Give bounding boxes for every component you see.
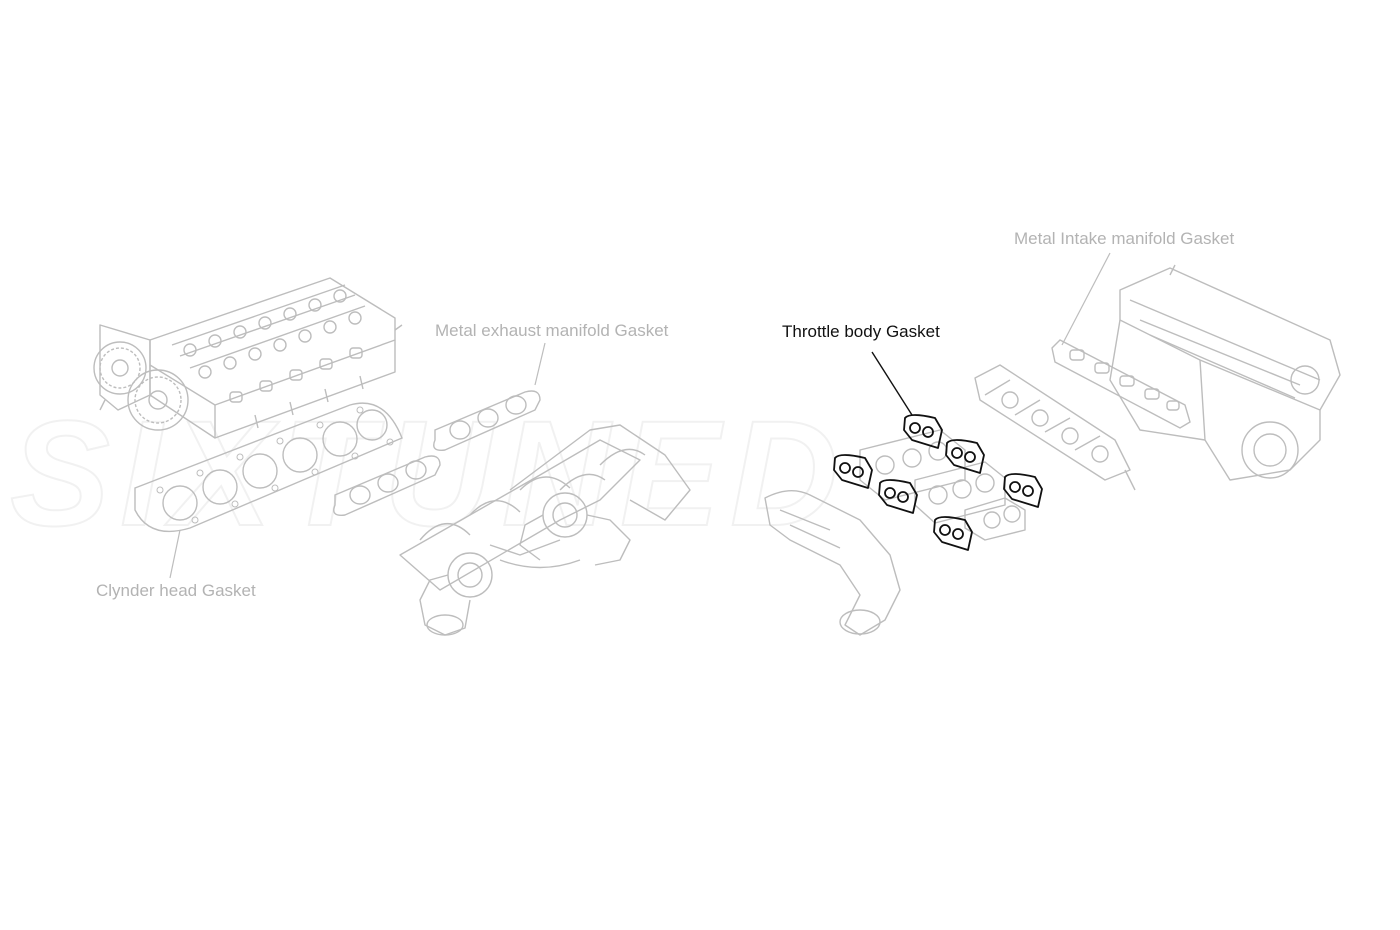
exhaust-manifold-gaskets [333,390,541,516]
cylinder-head-gasket-label: Clynder head Gasket [96,581,256,600]
intake-runners-illustration [974,364,1131,481]
exhaust-manifold-gasket-label: Metal exhaust manifold Gasket [435,321,669,340]
engine-block-illustration [1109,264,1341,491]
throttle-body-gasket-6 [933,516,973,551]
throttle-body-gasket-2 [945,439,985,474]
intake-manifold-gasket [1051,339,1191,429]
watermark-text: SIXTUNED [10,389,848,557]
cylinder-head-gasket-leader [169,529,181,579]
watermark: SIXTUNED [9,388,848,558]
throttle-body-gasket-3 [833,454,873,489]
cylinder-head-illustration [93,277,403,439]
exhaust-manifold-gasket-leader [534,342,546,386]
intake-plenum-illustration [764,490,901,636]
throttle-bodies-illustration [859,429,1026,541]
throttle-body-gasket-label: Throttle body Gasket [782,322,940,341]
intake-manifold-gasket-leader [1061,252,1111,346]
cylinder-head-gasket [134,402,403,533]
exhaust-manifold-turbo-illustration [399,424,691,636]
throttle-body-gasket-leader [871,351,913,416]
throttle-body-gasket-1 [903,414,943,449]
intake-manifold-gasket-label: Metal Intake manifold Gasket [1014,229,1235,248]
throttle-body-gasket-4 [878,479,918,514]
throttle-body-gaskets [833,414,1043,551]
throttle-body-gasket-5 [1003,473,1043,508]
